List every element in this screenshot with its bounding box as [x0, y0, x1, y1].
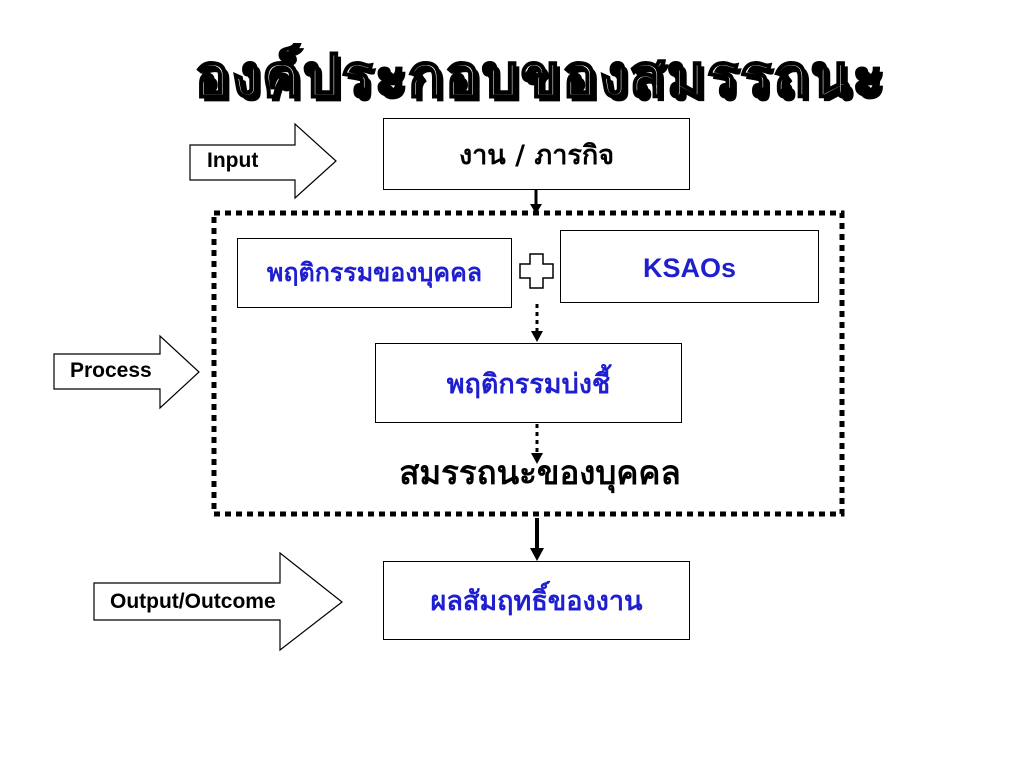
- competency-label: สมรรถนะของบุคคล: [399, 453, 681, 492]
- behavior-indicator-connector-head: [531, 331, 543, 342]
- input-arrow-shape: [189, 122, 337, 200]
- page-title: องค์ประกอบของสมรรถนะ: [194, 41, 886, 111]
- output-arrow-shape: [93, 551, 343, 652]
- process-frame: [211, 210, 845, 517]
- input-label: Input: [207, 149, 259, 172]
- process-label: Process: [70, 359, 152, 382]
- indicator-box: พฤติกรรมบ่งชี้: [375, 343, 682, 423]
- process-arrow-shape: [53, 334, 200, 410]
- indicator-competency-connector-head: [531, 453, 543, 464]
- task-box: งาน / ภารกิจ: [383, 118, 690, 190]
- ksaos-box: KSAOs: [560, 230, 819, 303]
- behavior-box: พฤติกรรมของบุคคล: [237, 238, 512, 308]
- plus-icon: [519, 253, 554, 289]
- result-connector-head: [530, 548, 544, 561]
- output-label: Output/Outcome: [110, 590, 276, 613]
- task-connector-head: [530, 204, 542, 214]
- result-box: ผลสัมฤทธิ์ของงาน: [383, 561, 690, 640]
